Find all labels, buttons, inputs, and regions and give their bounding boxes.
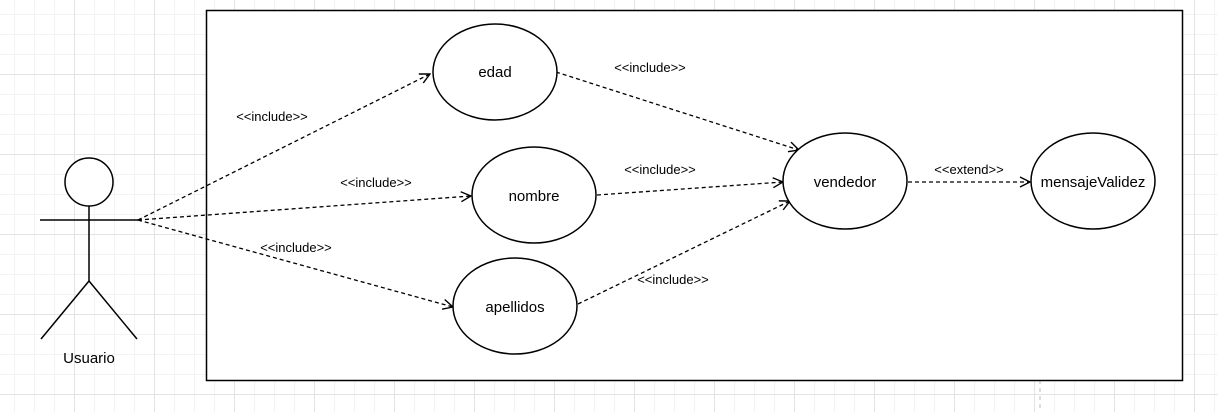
usecase-edad[interactable]: edad	[432, 23, 558, 121]
usecase-nombre-label: nombre	[509, 188, 560, 205]
usecase-vendedor[interactable]: vendedor	[782, 132, 908, 230]
edge-edad-vendedor[interactable]	[555, 71, 799, 150]
usecase-mensaje-validez[interactable]: mensajeValidez	[1030, 132, 1156, 230]
edge-usuario-edad[interactable]	[137, 74, 430, 221]
usecase-apellidos-shape	[452, 257, 578, 355]
edge-apellidos-vendedor[interactable]	[577, 201, 790, 305]
label-vendedor-mensaje: <<extend>>	[934, 162, 1003, 177]
usecase-apellidos[interactable]: apellidos	[452, 257, 578, 355]
usecase-mensaje-validez-label: mensajeValidez	[1041, 174, 1146, 191]
actor-usuario[interactable]	[40, 157, 138, 340]
usecase-nombre-shape	[471, 146, 597, 244]
actor-label: Usuario	[63, 350, 115, 367]
label-nombre-vendedor: <<include>>	[624, 162, 696, 177]
usecase-edad-shape	[432, 23, 558, 121]
usecase-vendedor-shape	[782, 132, 908, 230]
label-apellidos-vendedor: <<include>>	[637, 272, 709, 287]
label-usuario-nombre: <<include>>	[340, 175, 412, 190]
usecase-apellidos-label: apellidos	[485, 299, 544, 316]
actor-head	[64, 157, 114, 207]
edge-usuario-apellidos[interactable]	[137, 219, 453, 307]
edge-nombre-vendedor[interactable]	[596, 182, 783, 196]
label-usuario-edad: <<include>>	[236, 109, 308, 124]
usecase-mensaje-validez-shape	[1030, 132, 1156, 230]
actor-left-leg	[40, 280, 90, 340]
usecase-edad-label: edad	[478, 64, 511, 81]
label-usuario-apellidos: <<include>>	[260, 240, 332, 255]
usecase-vendedor-label: vendedor	[814, 174, 877, 191]
system-boundary[interactable]	[205, 9, 1184, 382]
label-edad-vendedor: <<include>>	[614, 60, 686, 75]
usecase-nombre[interactable]: nombre	[471, 146, 597, 244]
actor-right-leg	[88, 280, 138, 340]
